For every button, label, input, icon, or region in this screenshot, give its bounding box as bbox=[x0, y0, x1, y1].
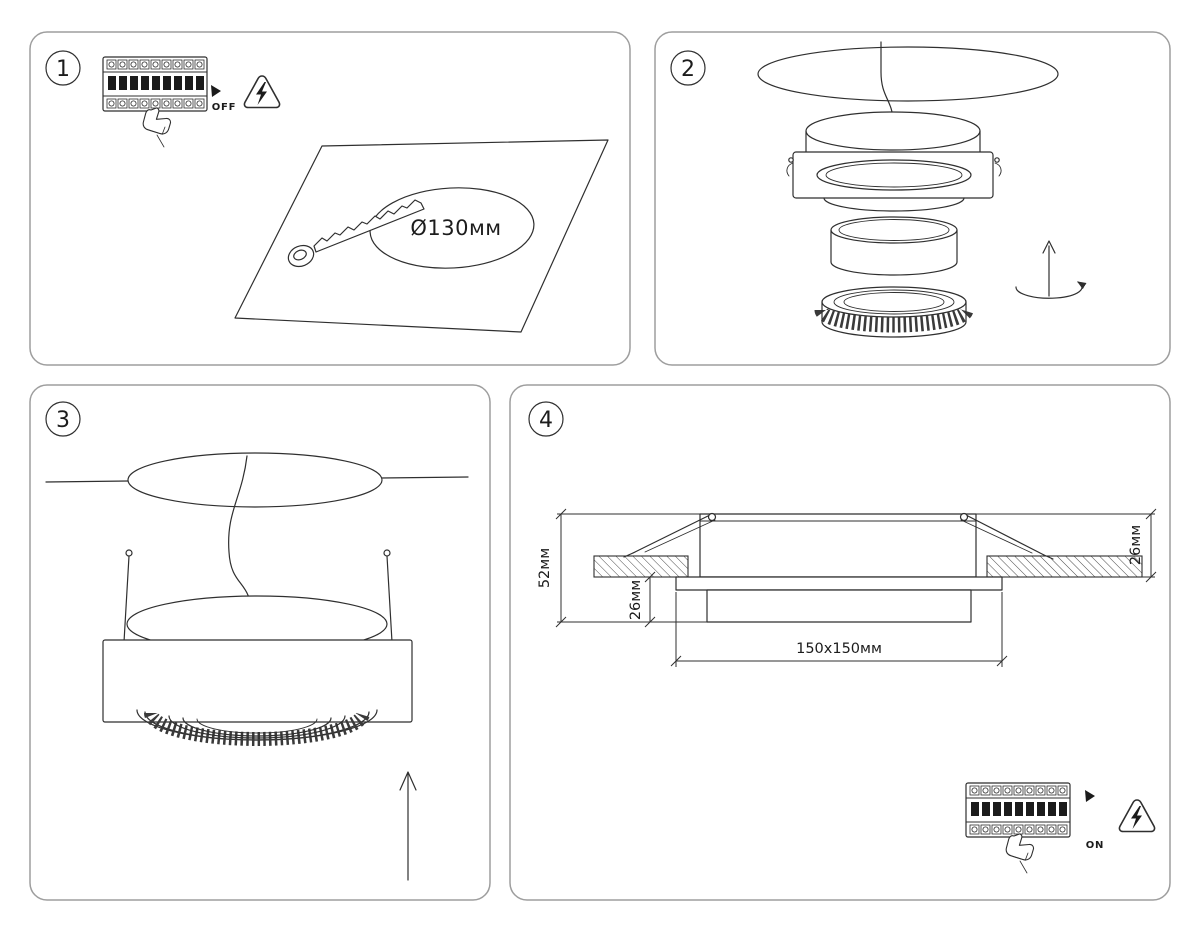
dimension-total-height: 52мм bbox=[537, 508, 707, 628]
decorative-ring bbox=[136, 709, 378, 746]
step-4-number: 4 bbox=[539, 408, 553, 433]
step-3-number: 3 bbox=[56, 408, 70, 433]
ceiling-line bbox=[45, 452, 469, 508]
spring-clip-right bbox=[994, 157, 1000, 163]
ceiling-hole-ellipse bbox=[127, 452, 383, 508]
power-on-arrow-icon bbox=[1085, 790, 1095, 802]
dimension-recess-depth: 26мм bbox=[628, 571, 656, 628]
dimension-clip-range: 26мм bbox=[976, 508, 1157, 583]
dimension-cutout-size: 150x150мм bbox=[670, 592, 1008, 667]
decorative-ring bbox=[814, 286, 974, 338]
step-1-number: 1 bbox=[56, 57, 70, 82]
spring-pin-left bbox=[123, 549, 133, 643]
step-3-panel: 3 bbox=[29, 384, 491, 901]
step-2-panel: 2 bbox=[654, 31, 1171, 366]
step-3-number-badge: 3 bbox=[45, 401, 81, 437]
step-4-number-badge: 4 bbox=[528, 401, 564, 437]
rotation-arrow-icon bbox=[1015, 240, 1087, 299]
lamp-ring-section bbox=[706, 589, 972, 623]
insert-up-arrow-icon bbox=[399, 771, 417, 881]
power-off-arrow-icon bbox=[211, 85, 221, 97]
power-on-label: ON bbox=[1086, 840, 1104, 851]
step-4-panel: 4 bbox=[509, 384, 1171, 901]
fixture-body bbox=[805, 111, 981, 153]
lamp-module bbox=[830, 216, 958, 276]
dim-cutout-label: 150x150мм bbox=[796, 641, 882, 657]
hole-diameter-label: Ø130мм bbox=[410, 216, 501, 240]
step-1-panel: 1 OFF Ø130мм bbox=[29, 31, 631, 366]
fixture-housing bbox=[699, 513, 977, 578]
ceiling-slab-right bbox=[986, 555, 1143, 578]
step-2-number: 2 bbox=[681, 57, 695, 82]
power-off-label: OFF bbox=[212, 102, 237, 113]
power-cable bbox=[228, 455, 252, 617]
dim-26-left-label: 26мм bbox=[628, 580, 644, 620]
cross-section-drawing: 52мм 26мм 26мм bbox=[537, 508, 1157, 667]
trim-flange bbox=[675, 576, 1003, 591]
keyhole-saw-icon bbox=[287, 199, 425, 268]
spring-arm-right bbox=[959, 512, 1054, 560]
step-1-number-badge: 1 bbox=[45, 50, 81, 86]
mounting-frame bbox=[102, 639, 413, 723]
step-2-number-badge: 2 bbox=[670, 50, 706, 86]
mounting-frame bbox=[786, 151, 1002, 212]
dim-52-label: 52мм bbox=[537, 548, 553, 588]
ceiling-slab-left bbox=[593, 555, 689, 578]
dim-26-right-label: 26мм bbox=[1128, 525, 1144, 565]
spring-clip-left bbox=[788, 157, 794, 163]
ceiling-hole-ellipse bbox=[757, 46, 1059, 102]
spring-pin-right bbox=[383, 549, 393, 643]
spring-arm-left bbox=[623, 512, 717, 558]
